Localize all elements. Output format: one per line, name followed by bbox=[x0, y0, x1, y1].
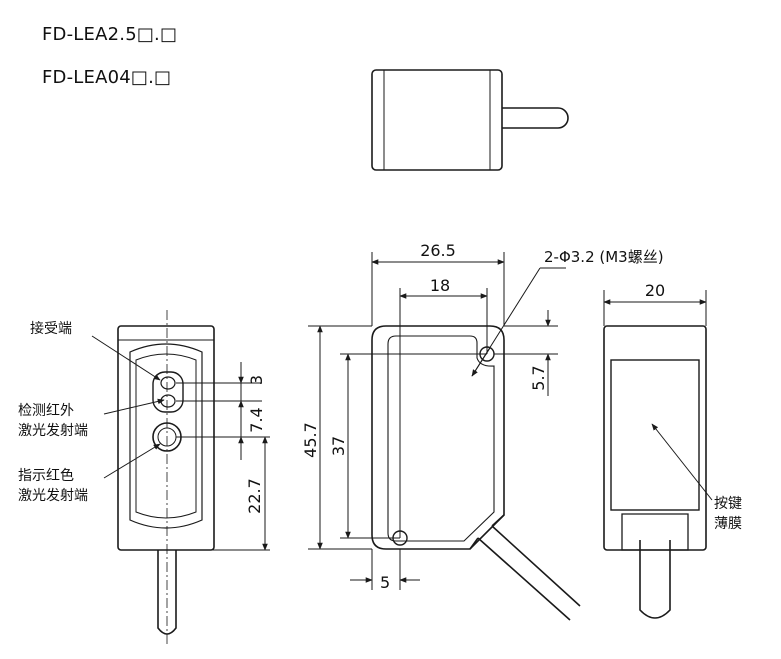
front-view-body bbox=[117, 325, 215, 551]
dim-hole-offset-top: 5.7 bbox=[529, 365, 548, 390]
label-indicator-laser-1: 指示红色 bbox=[18, 467, 74, 484]
dim-hole-pitch-vertical: 37 bbox=[329, 436, 348, 456]
label-detect-laser-1: 检测红外 bbox=[18, 403, 74, 419]
label-indicator-laser-2: 激光发射端 bbox=[18, 487, 88, 504]
back-view-cable bbox=[639, 540, 671, 619]
screw-leader-arrow bbox=[471, 347, 491, 377]
label-screw-hole: 2-Φ3.2 (M3螺丝) bbox=[544, 248, 664, 266]
dim-aperture-gap-2: 7.4 bbox=[247, 407, 266, 432]
receiver-window bbox=[152, 371, 184, 413]
detect-laser-emitter bbox=[160, 376, 176, 390]
dim-aperture-gap-1: 3 bbox=[247, 375, 266, 385]
top-view bbox=[371, 69, 569, 171]
button-film bbox=[610, 359, 700, 511]
dim-aperture-bottom: 22.7 bbox=[245, 478, 264, 514]
dim-hole-pitch-horizontal: 18 bbox=[430, 276, 450, 295]
front-view bbox=[117, 310, 215, 645]
label-receiver: 接受端 bbox=[30, 320, 72, 337]
top-view-cable bbox=[502, 107, 569, 129]
side-view-cable bbox=[477, 525, 581, 621]
dim-hole-offset-side: 5 bbox=[380, 573, 390, 592]
top-view-body bbox=[371, 69, 503, 171]
dim-width-body: 26.5 bbox=[420, 241, 456, 260]
side-view-body bbox=[371, 325, 505, 550]
back-view bbox=[603, 290, 713, 619]
model-number-2: FD-LEA04□.□ bbox=[42, 67, 172, 88]
label-button-film-2: 薄膜 bbox=[714, 516, 742, 532]
model-number-1: FD-LEA2.5□.□ bbox=[42, 24, 178, 45]
label-button-film-1: 按键 bbox=[714, 496, 742, 512]
dim-depth: 20 bbox=[645, 281, 665, 300]
label-detect-laser-2: 激光发射端 bbox=[18, 422, 88, 439]
dim-height-total: 45.7 bbox=[301, 422, 320, 458]
